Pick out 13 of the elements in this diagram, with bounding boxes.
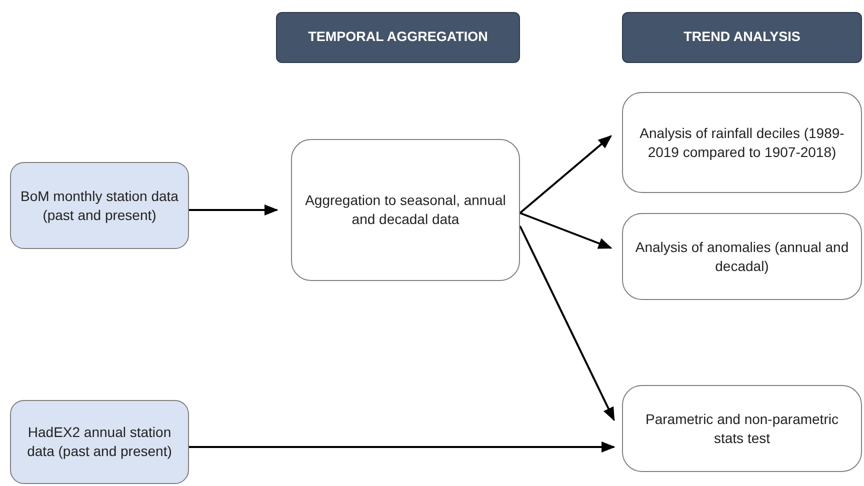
data-source-box: HadEX2 annual station data (past and present): [10, 400, 189, 484]
arrow: [189, 441, 616, 453]
section-header: TREND ANALYSIS: [622, 12, 862, 63]
arrow: [189, 204, 278, 216]
arrow: [519, 226, 615, 422]
process-box: Analysis of anomalies (annual and decadal): [622, 213, 862, 300]
section-header: TEMPORAL AGGREGATION: [276, 12, 520, 63]
process-box: Parametric and non-parametric stats test: [622, 385, 862, 472]
process-box: Analysis of rainfall deciles (1989-2019 compared to 1907-2018): [622, 92, 862, 193]
process-box: Aggregation to seasonal, annual and decadal data: [291, 139, 520, 281]
data-source-box: BoM monthly station data (past and present): [10, 162, 189, 249]
arrow: [519, 135, 612, 214]
arrow: [520, 212, 612, 249]
